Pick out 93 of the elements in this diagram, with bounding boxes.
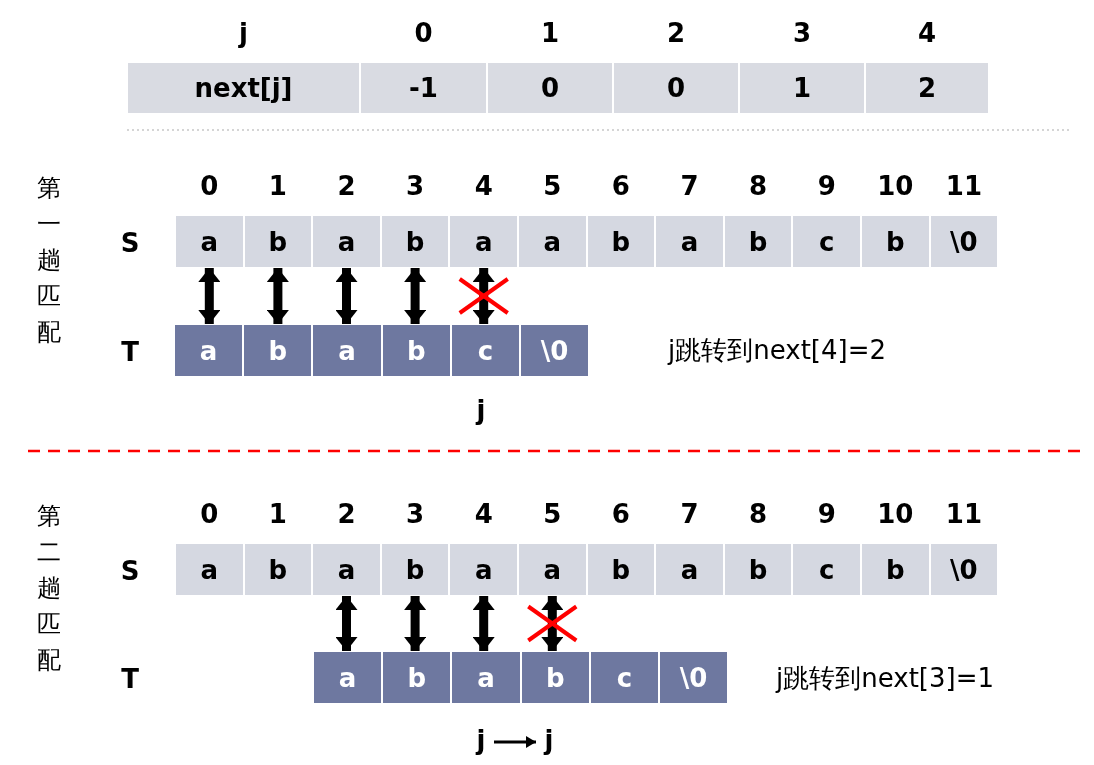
pointer-label: j [536,720,562,760]
note-text: j跳转到next[4]=2 [668,334,887,367]
array-cell: b [380,215,450,268]
index-number: 9 [816,170,837,203]
array-cell: a [449,215,518,268]
array-cell: b [243,543,313,596]
array-cell: b [243,215,313,268]
array-cell: b [381,324,451,377]
arrow [494,736,536,748]
index-number: 4 [473,170,494,203]
array-cell: a [312,324,382,377]
table-cell: 0 [487,62,613,114]
array-cell: \0 [929,543,999,596]
array-cell: a [518,543,587,596]
index-number: 8 [748,170,769,203]
column-header: 3 [791,17,813,50]
array-cell: a [175,543,244,596]
table-cell: -1 [360,62,487,114]
array-cell: \0 [520,324,590,377]
index-number: 5 [542,170,563,203]
row-label: T [120,662,140,696]
vertical-caption: 第二趟匹配 [36,501,62,676]
array-cell: a [449,543,518,596]
row-label: T [120,335,140,369]
double-arrow [472,268,495,324]
index-number: 3 [405,170,426,203]
double-arrow [335,596,358,651]
array-cell: a [313,651,383,704]
array-cell: \0 [929,215,999,268]
array-cell: b [723,543,793,596]
array-cell: a [312,543,381,596]
array-cell: b [382,651,452,704]
array-cell: b [586,543,656,596]
index-number: 6 [610,170,631,203]
index-number: 8 [748,498,769,531]
array-cell: b [243,324,313,377]
array-cell: a [655,543,724,596]
index-number: 2 [336,170,357,203]
index-number: 10 [876,170,915,203]
array-cell: \0 [659,651,729,704]
index-number: 0 [199,170,220,203]
array-cell: a [518,215,587,268]
array-cell: c [450,324,520,377]
double-arrow [541,596,564,651]
column-header: 1 [539,17,561,50]
double-arrow [266,268,289,324]
index-number: 10 [876,498,915,531]
vertical-caption: 第一趟匹配 [36,173,62,348]
index-number: 7 [679,498,700,531]
pointer-label: j [474,394,487,427]
double-arrow [404,268,427,324]
table-cell: 2 [865,62,989,114]
table-cell: 0 [613,62,739,114]
array-cell: b [586,215,656,268]
index-number: 7 [679,170,700,203]
index-number: 3 [405,498,426,531]
table-cell: next[j] [127,62,360,114]
array-cell: a [312,215,381,268]
array-cell: b [380,543,450,596]
array-cell: b [520,651,590,704]
table-cell: 1 [739,62,865,114]
pointer-label: j [468,720,494,760]
index-number: 11 [944,170,983,203]
array-cell: a [655,215,724,268]
double-arrow [198,268,221,324]
note-text: j跳转到next[3]=1 [776,662,995,695]
array-cell: a [175,215,244,268]
column-header: j [237,17,249,50]
row-label: S [119,226,141,260]
array-cell: b [723,215,793,268]
index-number: 6 [610,498,631,531]
index-number: 1 [267,498,288,531]
column-header: 2 [665,17,687,50]
array-cell: c [792,543,861,596]
double-arrow [404,596,427,651]
index-number: 4 [473,498,494,531]
double-arrow [335,268,358,324]
row-label: S [119,554,141,588]
index-number: 1 [267,170,288,203]
index-number: 9 [816,498,837,531]
double-arrow [472,596,495,651]
array-cell: b [861,215,930,268]
column-header: 4 [916,17,938,50]
array-cell: a [451,651,521,704]
array-cell: a [174,324,244,377]
index-number: 2 [336,498,357,531]
array-cell: c [589,651,659,704]
index-number: 11 [944,498,983,531]
column-header: 0 [413,17,434,50]
array-cell: b [861,543,930,596]
index-number: 0 [199,498,220,531]
index-number: 5 [542,498,563,531]
array-cell: c [792,215,861,268]
